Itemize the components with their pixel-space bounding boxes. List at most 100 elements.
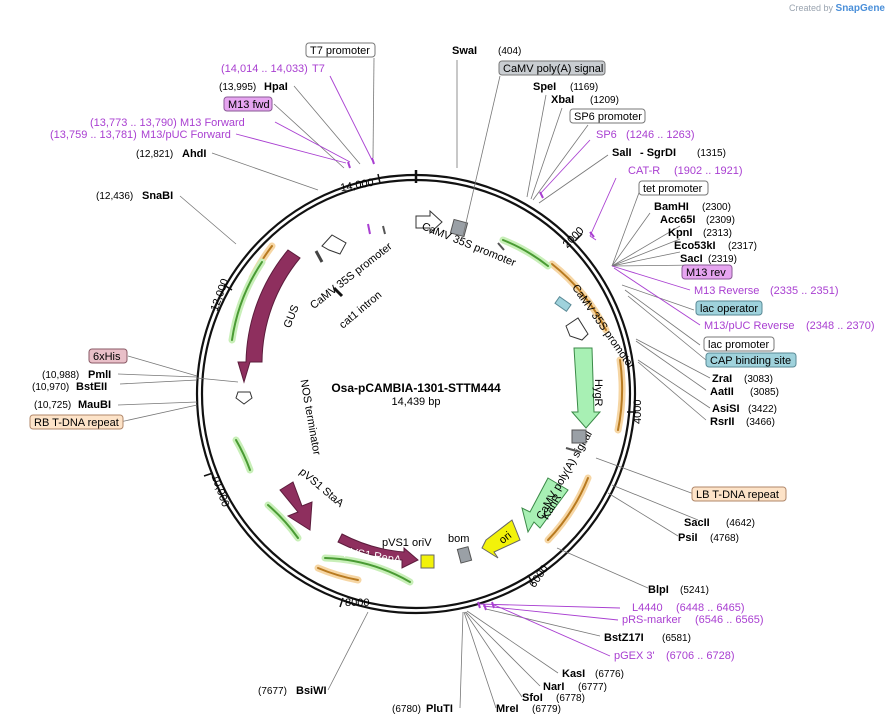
enzyme-saci-pos: (2319) <box>708 254 737 265</box>
enzyme-bstz17i: BstZ17I <box>604 632 644 644</box>
hygr-arrow <box>570 347 602 429</box>
tick-label-2000: 2000 <box>561 225 587 251</box>
tick-14000 <box>377 173 381 184</box>
orange-arc-4-core <box>317 567 359 581</box>
enzyme-rsrii: RsrII <box>710 416 734 428</box>
gus-label: GUS <box>282 303 302 330</box>
green-arc-5-core <box>231 261 263 341</box>
enzyme-kasi-pos: (6776) <box>595 669 624 680</box>
enzyme-bsteii: BstEII <box>76 381 107 393</box>
camv-polya-top-box <box>498 60 606 76</box>
enzyme-sfoi-pos: (6778) <box>556 693 585 704</box>
gus-arrow <box>237 249 301 384</box>
enzyme-swai: SwaI <box>452 45 477 57</box>
enzyme-eco53ki-pos: (2317) <box>728 241 757 252</box>
lac-cluster-box <box>554 296 572 312</box>
enzyme-bstz17i-pos: (6581) <box>662 633 691 644</box>
credit-text: Created by SnapGene <box>789 3 885 14</box>
tick-10000 <box>203 472 214 477</box>
primer-m13fwd: M13 Forward <box>180 117 245 129</box>
enzyme-maubi: MauBI <box>78 399 111 411</box>
lb-repeat-box <box>691 486 787 502</box>
enzyme-asisi: AsiSI <box>712 403 740 415</box>
m13-rev-box <box>681 264 733 280</box>
lac-operator-box <box>695 300 763 316</box>
primer-m13puc-rev: M13/pUC Reverse <box>704 320 794 332</box>
primer-m13puc-fwd: M13/pUC Forward <box>141 129 231 141</box>
camv35s-arrow-left <box>321 234 347 255</box>
rb-repeat-box <box>29 414 124 430</box>
enzyme-eco53ki: Eco53kI <box>674 240 716 252</box>
tick-label-10000: 10,000 <box>209 473 232 509</box>
primer-t7-pos: (14,014 .. 14,033) <box>221 63 308 75</box>
enzyme-rsrii-pos: (3466) <box>746 417 775 428</box>
plasmid-name: Osa-pCAMBIA-1301-STTM444 <box>331 381 501 395</box>
primer-sp6-pos: (1246 .. 1263) <box>626 129 695 141</box>
enzyme-bamhi: BamHI <box>654 201 689 213</box>
bom-box <box>456 546 473 564</box>
enzyme-sgrdi-pos: (1315) <box>697 148 726 159</box>
m13-fwd-label: M13 fwd <box>228 99 270 111</box>
enzyme-ahdi-pos: (12,821) <box>136 149 173 160</box>
enzyme-bsteii-pos: (10,970) <box>32 382 69 393</box>
enzyme-blpi: BlpI <box>648 584 669 596</box>
primer-prs: pRS-marker <box>622 614 682 626</box>
camv-polya-top-label: CaMV poly(A) signal <box>503 63 603 75</box>
cat1-label: cat1 intron <box>337 289 384 331</box>
enzyme-sacii: SacII <box>684 517 710 529</box>
pvs1-staa-label: pVS1 StaA <box>297 466 346 510</box>
primer-leader-lines <box>235 75 701 657</box>
enzyme-sgrdi: - SgrDI <box>640 147 676 159</box>
hygr-label: HygR <box>592 379 604 407</box>
lac-promoter-label: lac promoter <box>708 339 769 351</box>
primer-m13puc-fwd-pos: (13,759 .. 13,781) <box>50 129 137 141</box>
credit-prefix: Created by <box>788 3 834 13</box>
primer-prs-pos: (6546 .. 6565) <box>695 614 764 626</box>
small-mark-2 <box>497 242 505 251</box>
enzyme-snabi-pos: (12,436) <box>96 191 133 202</box>
t7-promoter-box <box>305 42 376 58</box>
camv-polya-box-inner <box>571 429 587 444</box>
camv35s-label-top: CaMV 35S promoter <box>420 221 518 270</box>
enzyme-psii-pos: (4768) <box>710 533 739 544</box>
sp6-promoter-box <box>569 108 646 124</box>
boxed-labels: T7 promoter CaMV poly(A) signal SP6 prom… <box>29 42 797 502</box>
enzyme-sfoi: SfoI <box>522 692 543 704</box>
t7-promoter-label: T7 promoter <box>310 45 370 57</box>
enzyme-spei: SpeI <box>533 81 556 93</box>
enzyme-pluti-pos: (6780) <box>392 704 421 715</box>
enzyme-hpai: HpaI <box>264 81 288 93</box>
primer-ticks <box>347 157 595 611</box>
primer-mark-top <box>367 223 371 235</box>
snapgene-logo: SnapGene <box>835 3 885 14</box>
pvs1-ori-label: pVS1 oriV <box>382 537 432 549</box>
orange-arc-3-core <box>547 477 589 541</box>
primer-m13fwd-pos: (13,773 .. 13,790) <box>90 117 177 129</box>
tick-label-14000: 14,000 <box>339 177 374 195</box>
enzyme-swai-pos: (404) <box>498 46 521 57</box>
enzyme-xbai: XbaI <box>551 94 574 106</box>
primer-catr-pos: (1902 .. 1921) <box>674 165 743 177</box>
tick-label-4000: 4000 <box>632 400 644 424</box>
green-arc-3-core <box>267 504 299 539</box>
enzyme-mrei-pos: (6779) <box>532 704 561 715</box>
bom-label: bom <box>448 533 469 545</box>
enzyme-hpai-pos: (13,995) <box>219 82 256 93</box>
enzyme-kpni-pos: (2313) <box>703 228 732 239</box>
pvs1-ori-box <box>420 554 435 569</box>
small-mark-1 <box>382 225 386 235</box>
tick-label-8000: 8000 <box>345 597 369 609</box>
ori-label: ori <box>497 530 514 547</box>
enzyme-bamhi-pos: (2300) <box>702 202 731 213</box>
pvs1-staa-arrow <box>279 481 313 531</box>
tick-label-6000: 6000 <box>527 563 551 590</box>
nos-label: NOS terminator <box>297 379 322 457</box>
enzyme-snabi: SnaBI <box>142 190 173 202</box>
cat1-mark <box>332 286 344 298</box>
camv35s-label-left: CaMV 35S promoter <box>308 240 395 311</box>
green-arc-4-core <box>324 557 411 583</box>
camv35s-arrow-right <box>565 317 589 341</box>
primer-t7: T7 <box>312 63 325 75</box>
lac-operator-label: lac operator <box>700 303 758 315</box>
enzyme-xbai-pos: (1209) <box>590 95 619 106</box>
